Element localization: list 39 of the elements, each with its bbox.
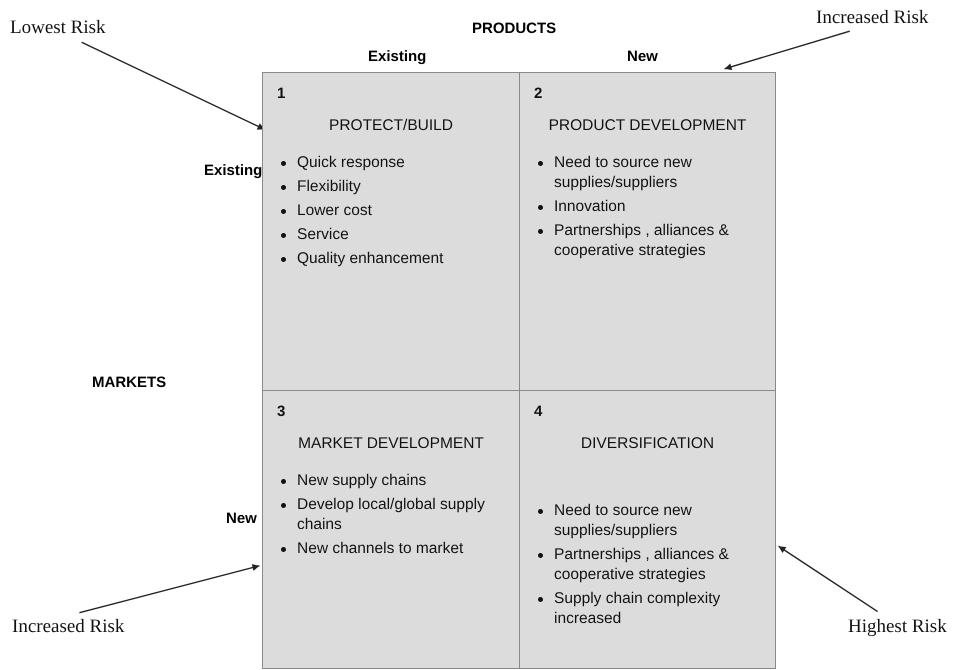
quadrant-heading: MARKET DEVELOPMENT — [297, 435, 485, 453]
quadrant-heading: PRODUCT DEVELOPMENT — [548, 117, 748, 135]
quadrant-heading: DIVERSIFICATION — [580, 435, 716, 453]
matrix-quadrant — [262, 72, 520, 391]
axis-label: Existing — [368, 48, 426, 65]
risk-label: Highest Risk — [848, 616, 947, 638]
arrow — [79, 564, 260, 614]
bullet-item: Need to source new supplies/suppliers — [554, 501, 693, 541]
axis-label: New — [627, 48, 658, 65]
bullet-item: Partnerships , alliances & cooperative strategies — [554, 545, 730, 585]
bullet-item: Supply chain complexity increased — [554, 589, 722, 629]
axis-label: New — [226, 510, 257, 527]
bullet-item: Need to source new supplies/suppliers — [554, 153, 693, 193]
bullet-item: New supply chains — [297, 471, 426, 491]
risk-label: Increased Risk — [12, 616, 124, 638]
matrix-quadrant — [519, 390, 776, 669]
arrow — [724, 30, 850, 70]
bullet-item: Innovation — [554, 197, 626, 217]
quadrant-heading: PROTECT/BUILD — [328, 117, 454, 135]
bullet-item: Quality enhancement — [297, 249, 444, 269]
bullet-item: Service — [297, 225, 349, 245]
bullet-item: Quick response — [297, 153, 405, 173]
matrix-quadrant — [519, 72, 776, 391]
arrow — [778, 546, 878, 612]
bullet-item: Develop local/global supply chains — [297, 495, 486, 535]
quadrant-number: 2 — [534, 85, 542, 102]
bullet-item: Lower cost — [297, 201, 372, 221]
axis-label: Existing — [204, 162, 262, 179]
bullet-item: Flexibility — [297, 177, 361, 197]
quadrant-number: 3 — [277, 403, 286, 420]
axis-label: MARKETS — [92, 374, 166, 391]
quadrant-number: 4 — [534, 403, 542, 420]
axis-label: PRODUCTS — [472, 20, 556, 37]
risk-label: Increased Risk — [816, 7, 928, 29]
risk-label: Lowest Risk — [10, 17, 106, 39]
matrix-quadrant — [262, 390, 520, 669]
quadrant-number: 1 — [277, 85, 286, 102]
bullet-item: New channels to market — [297, 539, 464, 559]
bullet-item: Partnerships , alliances & cooperative strategies — [554, 221, 730, 261]
